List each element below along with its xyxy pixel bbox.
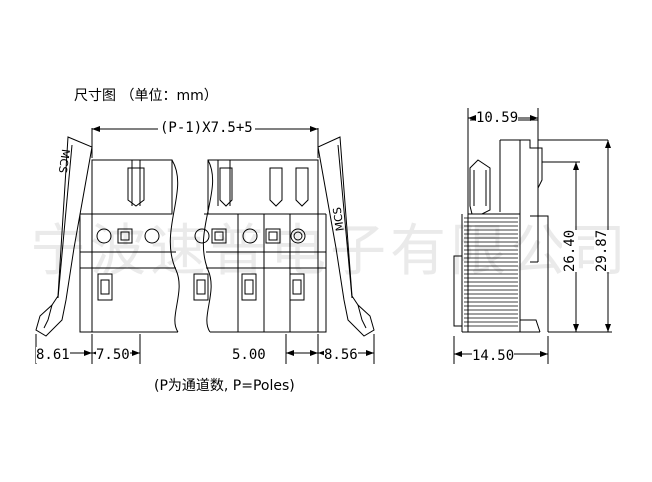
top-dimension-label: (P-1)X7.5+5: [158, 120, 255, 136]
dim-26-40: 26.40: [562, 229, 578, 272]
dim-7-50: 7.50: [96, 347, 130, 363]
page-title: 尺寸图 （单位：mm）: [74, 88, 218, 104]
dim-8-61: 8.61: [36, 347, 70, 363]
right-latch: [317, 136, 375, 337]
dim-5-00: 5.00: [232, 347, 266, 363]
dim-29-87: 29.87: [594, 229, 610, 272]
side-view-outline: [453, 110, 549, 333]
dim-8-56: 8.56: [324, 347, 358, 363]
dim-14-50: 14.50: [472, 348, 515, 364]
side-hatch: [464, 217, 518, 327]
dim-10-59: 10.59: [476, 110, 519, 126]
footnote: (P为通道数, P=Poles): [154, 378, 295, 394]
